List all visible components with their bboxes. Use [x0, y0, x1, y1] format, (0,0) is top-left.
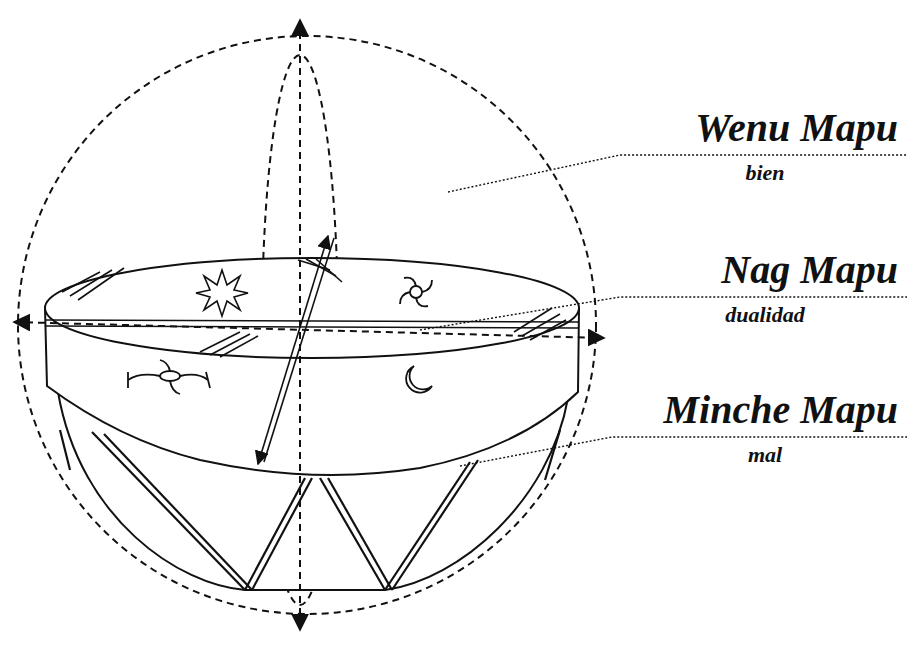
horizontal-axis [14, 322, 604, 338]
swirl-symbol [128, 360, 210, 394]
vertical-axis [299, 20, 301, 630]
region-meaning: bien [745, 160, 784, 186]
rim-stripes [62, 259, 566, 357]
diagonal-axis [258, 236, 328, 464]
leader-line [420, 155, 907, 466]
region-meaning: mal [748, 442, 782, 468]
moon-symbol [406, 366, 432, 393]
region-name: Nag Mapu [721, 246, 898, 294]
region-name: Minche Mapu [664, 386, 899, 434]
region-meaning: dualidad [725, 302, 804, 328]
region-name: Wenu Mapu [695, 104, 898, 152]
star-symbol [196, 270, 248, 316]
swirl-symbol [400, 278, 432, 307]
